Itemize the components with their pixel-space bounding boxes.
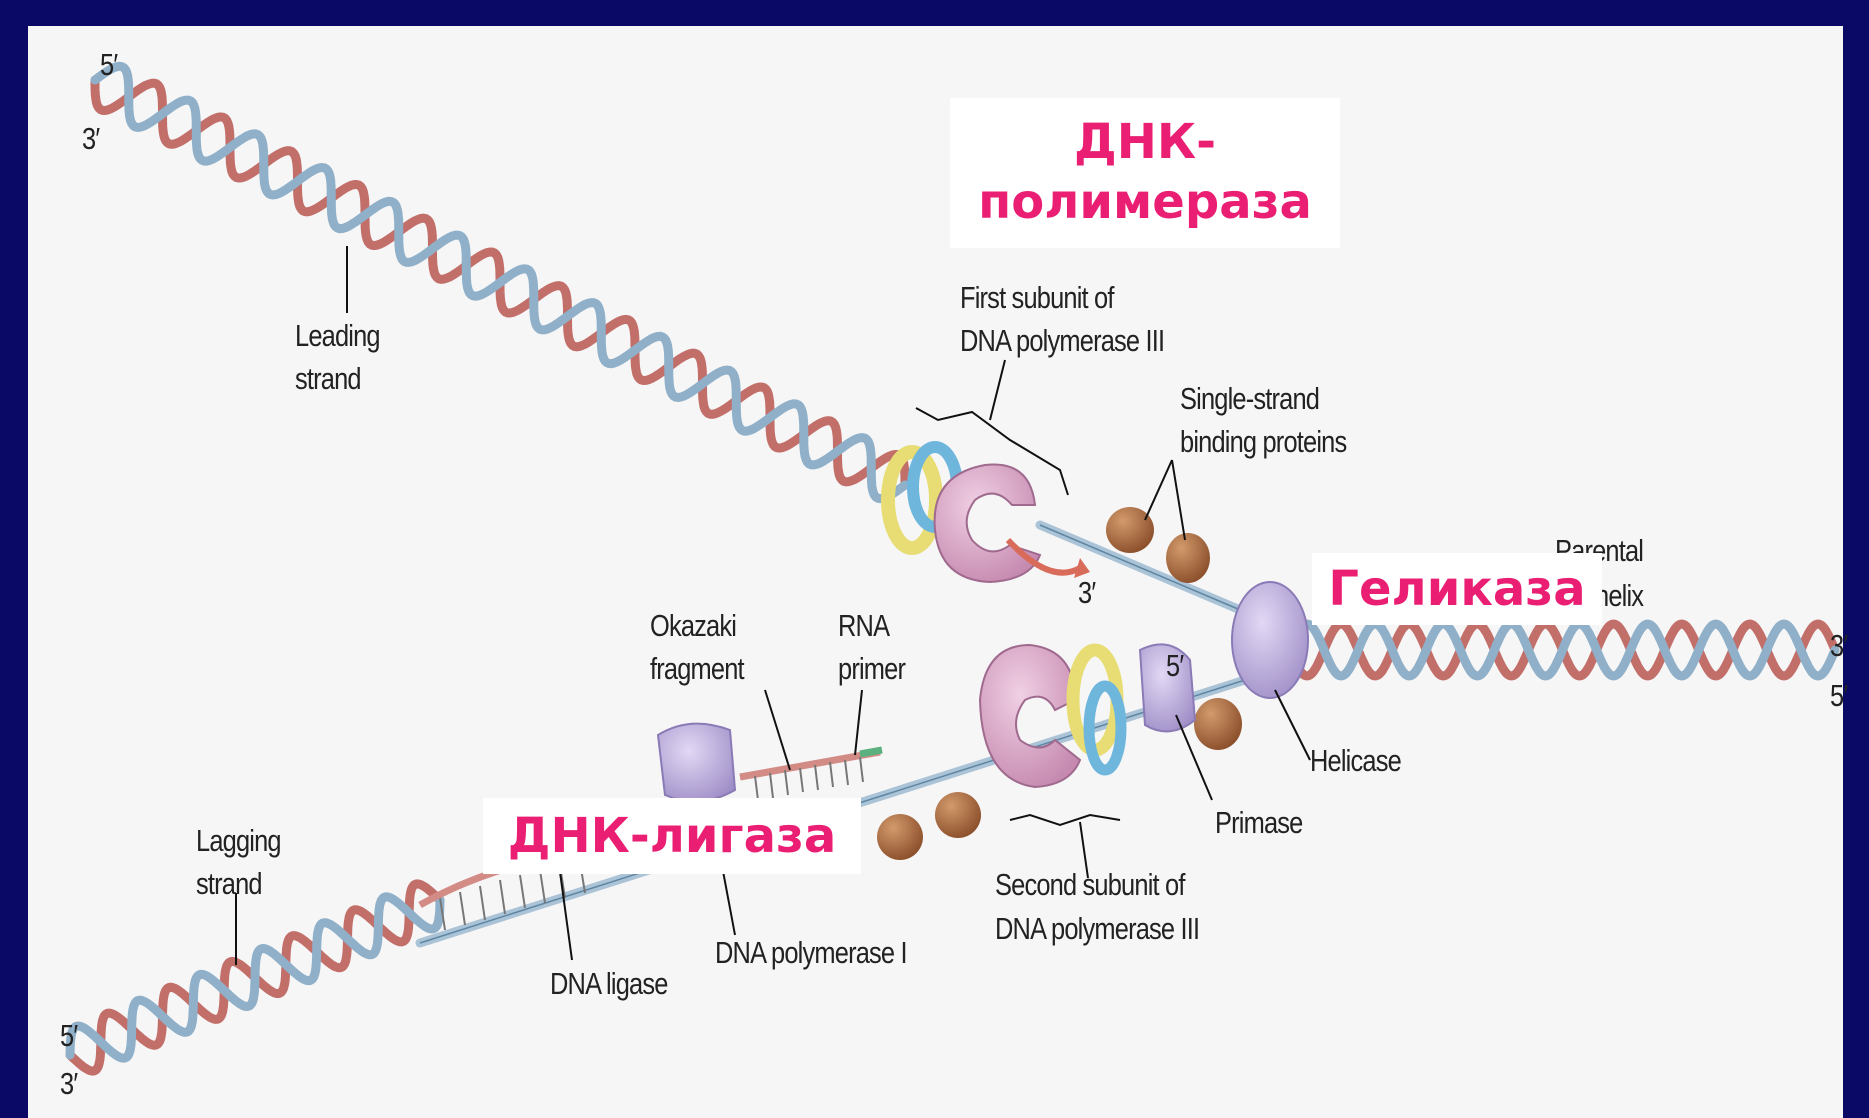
ru-ligase-label: ДНК-лигаза bbox=[483, 798, 861, 874]
ssb-protein bbox=[1166, 533, 1210, 583]
ssb-protein bbox=[1194, 698, 1242, 750]
ssb-label-1: Single-strand bbox=[1180, 378, 1319, 420]
lagging-strand-label: strand bbox=[196, 863, 262, 905]
dna-polymerase-i-label: DNA polymerase I bbox=[715, 932, 907, 974]
lagging-strand-helix bbox=[70, 884, 440, 1071]
ssb-protein bbox=[935, 792, 981, 838]
rna-primer-mark bbox=[860, 750, 882, 754]
first-subunit-label-1: First subunit of bbox=[960, 277, 1114, 319]
helix-strand bbox=[95, 66, 905, 498]
okazaki-label-2: fragment bbox=[650, 648, 744, 690]
end-5-top-label: 5′ bbox=[100, 44, 117, 86]
helicase-label: Helicase bbox=[1310, 740, 1401, 782]
helicase-enzyme bbox=[1232, 582, 1308, 698]
ssb-label-2: binding proteins bbox=[1180, 421, 1346, 463]
ssb-protein bbox=[877, 814, 923, 860]
end-5-bottom-label: 5′ bbox=[60, 1015, 77, 1057]
rna-primer-label-2: primer bbox=[838, 648, 905, 690]
three-prime-leading-label: 3′ bbox=[1078, 572, 1095, 614]
leading-strand-helix bbox=[95, 66, 905, 498]
okazaki-label-1: Okazaki bbox=[650, 605, 736, 647]
first-subunit-label-2: DNA polymerase III bbox=[960, 320, 1164, 362]
dna-polymerase-i-enzyme bbox=[658, 724, 735, 802]
end-5-right-label: 5′ bbox=[1830, 675, 1847, 717]
ru-helicase-label: Геликаза bbox=[1312, 553, 1602, 625]
five-prime-lagging-label: 5′ bbox=[1166, 645, 1183, 687]
end-3-top-label: 3′ bbox=[82, 118, 99, 160]
ru-polymerase-line-2: полимераза bbox=[950, 172, 1340, 232]
dna-ligase-label: DNA ligase bbox=[550, 963, 668, 1005]
ru-polymerase-line-1: ДНК- bbox=[950, 112, 1340, 172]
second-subunit-label-1: Second subunit of bbox=[995, 864, 1185, 906]
helix-strand bbox=[70, 897, 440, 1058]
ru-polymerase-box: ДНК- полимераза bbox=[950, 98, 1340, 248]
second-subunit-pol-iii bbox=[980, 645, 1080, 787]
end-3-right-label: 3′ bbox=[1830, 625, 1847, 667]
leading-label: Leading bbox=[295, 315, 380, 357]
first-subunit-pol-iii bbox=[935, 465, 1040, 583]
end-3-bottom-label: 3′ bbox=[60, 1063, 77, 1105]
parental-helix bbox=[1290, 624, 1835, 676]
lagging-label: Lagging bbox=[196, 820, 281, 862]
parental-label-2: helix bbox=[1595, 575, 1643, 617]
leading-strand-label: strand bbox=[295, 358, 361, 400]
primase-label: Primase bbox=[1215, 802, 1302, 844]
rna-primer-label-1: RNA bbox=[838, 605, 889, 647]
second-subunit-label-2: DNA polymerase III bbox=[995, 908, 1199, 950]
okazaki-fragment bbox=[740, 750, 882, 800]
